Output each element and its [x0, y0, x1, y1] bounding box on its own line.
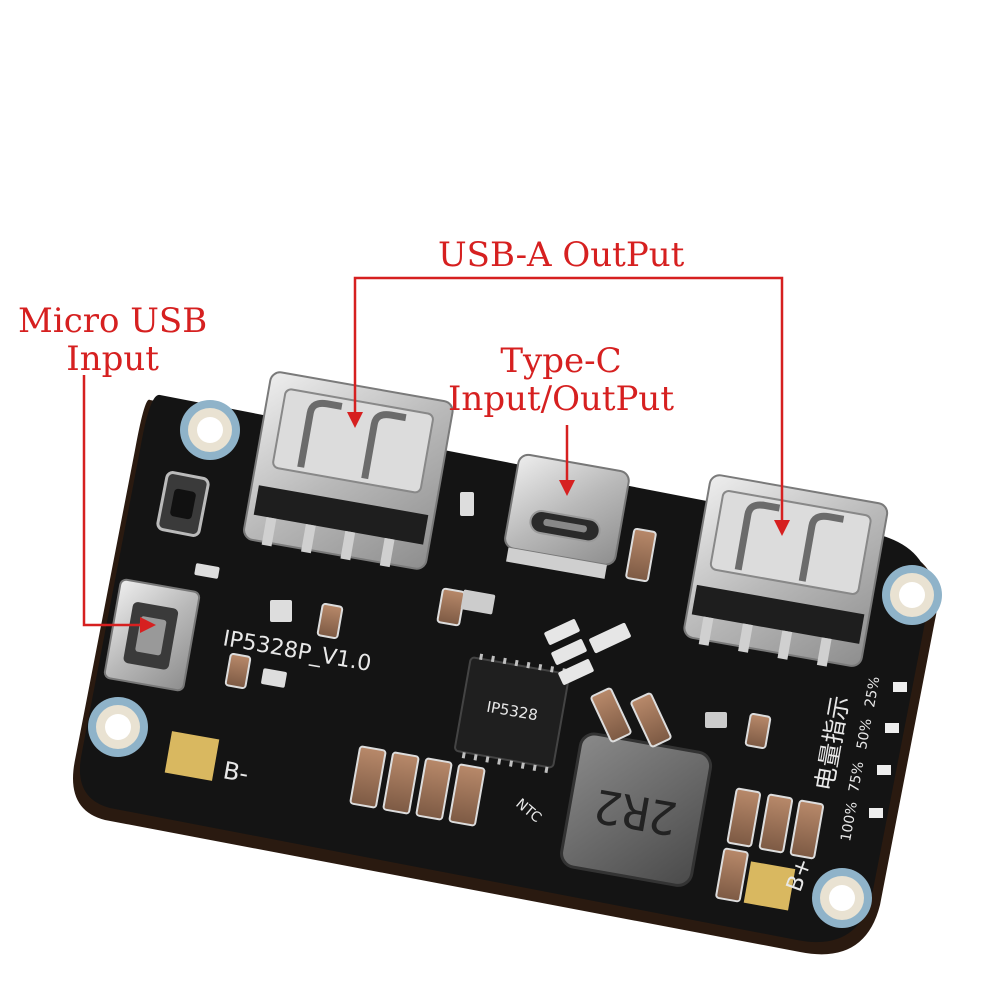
mounting-hole-bottom-left: [88, 697, 148, 757]
mounting-hole-top-right: [882, 565, 942, 625]
indicator-level-25: 25%: [862, 675, 883, 708]
pad-label-minus: B-: [221, 756, 251, 788]
indicator-level-75: 75%: [846, 760, 867, 793]
type-c-port: [504, 453, 630, 579]
usb-a-bracket-line: [353, 276, 784, 528]
micro-usb-arrow-line: [82, 375, 148, 627]
type-c-label-line2: Input/OutPut: [448, 379, 674, 419]
battery-pad-minus: [164, 731, 220, 781]
mounting-hole-top-left: [180, 400, 240, 460]
usb-a-output-label: USB-A OutPut: [438, 235, 685, 275]
arrowheads: [140, 412, 790, 633]
main-ic: IP5328: [454, 653, 570, 774]
usb-a-right-arrowhead: [774, 520, 790, 536]
mounting-hole-bottom-right: [812, 868, 872, 928]
type-c-label: Type-C Input/OutPut: [448, 342, 674, 418]
usb-a-left-arrowhead: [347, 412, 363, 428]
micro-usb-label-line2: Input: [66, 339, 159, 379]
type-c-arrowhead: [559, 480, 575, 496]
micro-usb-port: [103, 578, 201, 692]
indicator-level-100: 100%: [838, 800, 861, 842]
inductor: 2R2: [560, 732, 713, 887]
micro-usb-arrowhead: [140, 617, 156, 633]
callout-arrows: [82, 276, 784, 627]
smd-components: [194, 492, 825, 903]
battery-pad-plus: [743, 861, 796, 911]
push-button: [156, 471, 210, 537]
micro-usb-label-line1: Micro USB: [18, 301, 208, 341]
micro-usb-label: Micro USB Input: [18, 302, 207, 378]
type-c-label-line1: Type-C: [500, 341, 622, 381]
usb-a-port-left: [243, 371, 454, 570]
charge-indicator-leds: [869, 682, 907, 818]
indicator-level-50: 50%: [854, 717, 875, 750]
usb-a-port-right: [683, 474, 889, 667]
